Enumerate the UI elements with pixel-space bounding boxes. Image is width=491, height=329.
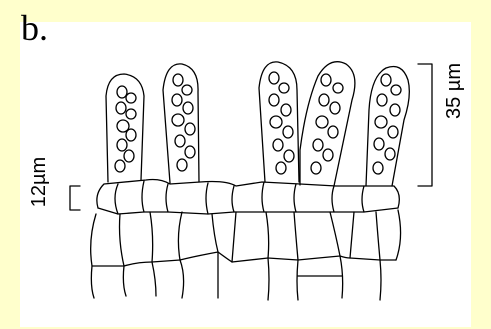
scale-label-12: 12µm: [28, 152, 52, 212]
scale-bar-35: [418, 64, 432, 186]
ascus-5: [366, 67, 409, 187]
ascus-3: [259, 62, 299, 182]
scale-bar-12: [70, 186, 80, 210]
ascus-1: [106, 74, 144, 182]
panel-label: b.: [21, 10, 48, 46]
scale-label-35: 35 µm: [443, 51, 467, 131]
ascus-4: [300, 62, 355, 186]
ascus-2: [163, 64, 199, 183]
cell-layer: [91, 180, 401, 301]
